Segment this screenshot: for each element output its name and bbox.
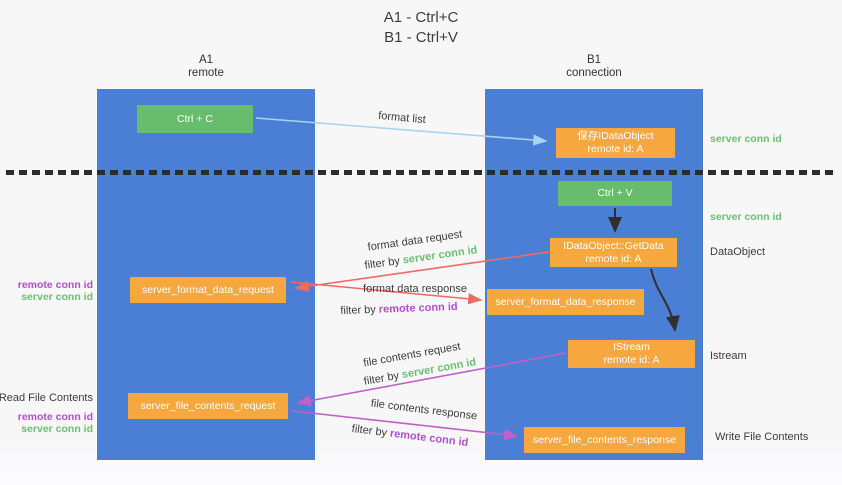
remote-conn-id-annotation-top: remote conn id <box>17 279 93 291</box>
server-conn-id-annotation-mid: server conn id <box>710 211 782 223</box>
format-list-label: format list <box>377 109 427 127</box>
server-format-data-response-box: server_format_data_response <box>487 289 644 315</box>
filter-by-text: filter by <box>340 303 377 318</box>
lane-b1-name: B1 <box>586 54 602 66</box>
save-dataobject-line1: 保存IDataObject <box>577 130 654 142</box>
remote-conn-id-key: remote conn id <box>378 300 458 316</box>
write-file-contents-annotation: Write File Contents <box>715 431 809 443</box>
file-contents-response-label: file contents response <box>370 397 478 423</box>
ctrl-c-box: Ctrl + C <box>137 105 253 133</box>
server-conn-id-annotation-top: server conn id <box>710 133 782 145</box>
ctrl-c-label: Ctrl + C <box>177 112 213 125</box>
filter-by-text: filter by <box>362 369 400 388</box>
server-file-contents-request-box: server_file_contents_request <box>128 393 288 419</box>
file-request-label: server_file_contents_request <box>140 399 276 412</box>
dotted-divider-line <box>6 170 836 175</box>
istream-line1: IStream <box>613 341 650 353</box>
lane-a1-subtitle: remote <box>188 67 224 79</box>
format-data-response-label: format data response <box>363 283 467 295</box>
getdata-line2: remote id: A <box>585 252 642 265</box>
title-line-2: B1 - Ctrl+V <box>384 29 458 46</box>
filter-by-text: filter by <box>351 422 388 440</box>
save-dataobject-line2: remote id: A <box>587 143 644 155</box>
istream-annotation: Istream <box>710 350 747 362</box>
server-format-data-request-box: server_format_data_request <box>130 277 286 303</box>
format-response-label: server_format_data_response <box>495 295 636 308</box>
filter-by-text: filter by <box>363 255 401 272</box>
lane-header-a1: A1 remote <box>97 54 315 80</box>
istream-line2: remote id: A <box>603 354 660 366</box>
format-request-label: server_format_data_request <box>142 283 274 296</box>
read-file-contents-annotation: Read File Contents <box>0 392 93 404</box>
save-dataobject-box: 保存IDataObject remote id: A <box>556 128 675 158</box>
ctrl-v-label: Ctrl + V <box>597 187 633 199</box>
lane-b1-subtitle: connection <box>566 67 622 79</box>
server-file-contents-response-box: server_file_contents_response <box>524 427 685 453</box>
diagram-title: A1 - Ctrl+C B1 - Ctrl+V <box>0 8 842 48</box>
server-conn-id-annotation-left-top: server conn id <box>21 291 93 303</box>
remote-conn-id-key: remote conn id <box>389 427 469 450</box>
lane-header-b1: B1 connection <box>485 54 703 80</box>
dataobject-annotation: DataObject <box>710 246 766 258</box>
lane-a1-name: A1 <box>198 54 214 66</box>
title-line-1: A1 - Ctrl+C <box>383 9 459 26</box>
istream-box: IStream remote id: A <box>568 340 695 368</box>
file-response-label: server_file_contents_response <box>532 433 676 446</box>
server-conn-id-key: server conn id <box>401 244 479 267</box>
getdata-box: IDataObject::GetData remote id: A <box>550 238 677 267</box>
server-conn-id-annotation-left-bottom: server conn id <box>21 423 93 435</box>
getdata-line1: IDataObject::GetData <box>563 239 664 252</box>
remote-conn-id-annotation-bottom: remote conn id <box>17 411 93 423</box>
ctrl-v-box: Ctrl + V <box>558 181 672 206</box>
